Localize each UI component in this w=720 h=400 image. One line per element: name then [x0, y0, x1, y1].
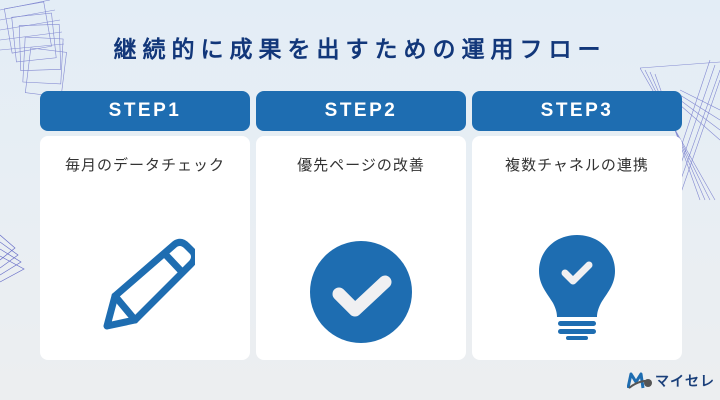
step-3-header: STEP3 — [472, 91, 682, 131]
check-circle-icon — [310, 241, 412, 343]
step-2-label: 優先ページの改善 — [297, 156, 425, 174]
step-1-card: 毎月のデータチェック — [40, 136, 250, 360]
step-3-card: 複数チャネルの連携 — [472, 136, 682, 360]
logo-text: マイセレ — [655, 374, 715, 390]
brand-logo: マイセレ — [627, 371, 715, 391]
step-3-label: 複数チャネルの連携 — [505, 156, 649, 174]
decorative-wireframe-top-left — [0, 0, 67, 98]
step-1-header: STEP1 — [40, 91, 250, 131]
step-1-label: 毎月のデータチェック — [64, 156, 225, 174]
pencil-icon — [103, 238, 195, 330]
step-2: STEP2 優先ページの改善 — [256, 91, 466, 360]
page-title: 継続的に成果を出すための運用フロー — [113, 37, 607, 63]
step-2-header: STEP2 — [256, 91, 466, 131]
decorative-lines-left — [0, 234, 25, 283]
lightbulb-check-icon — [539, 235, 615, 340]
logo-mark-icon — [627, 372, 652, 389]
step-3: STEP3 複数チャネルの連携 — [472, 91, 682, 360]
step-2-card: 優先ページの改善 — [256, 136, 466, 360]
step-1: STEP1 毎月のデータチェック — [40, 91, 250, 360]
